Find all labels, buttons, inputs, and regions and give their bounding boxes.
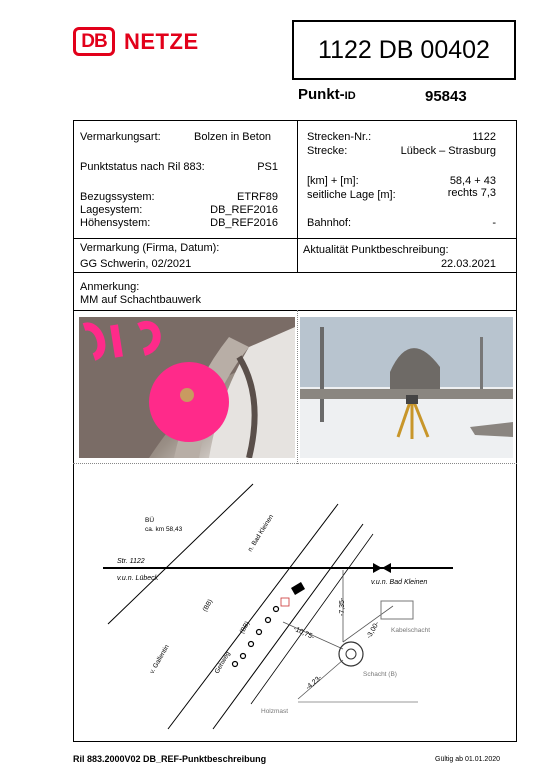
dim-423-line xyxy=(297,659,344,700)
punkt-id-label: Punkt-ID xyxy=(298,86,356,103)
site-overview-photo xyxy=(300,317,513,458)
row-divider-3 xyxy=(73,310,517,311)
punkt-id-value: 95843 xyxy=(425,88,467,105)
strecke-value: Lübeck – Strasburg xyxy=(400,145,496,157)
bu-label-1: BÜ xyxy=(145,516,154,524)
strecken-nr-label: Strecken-Nr.: xyxy=(307,131,372,143)
vun-bad-kleinen-label: v.u.n. Bad Kleinen xyxy=(371,579,427,586)
vun-luebeck-label: v.u.n. Lübeck xyxy=(117,575,159,582)
gallentin-label: v. Gallentin xyxy=(149,643,171,675)
bu-label-2: ca. km 58,43 xyxy=(145,526,183,533)
strecke-label: Strecke: xyxy=(307,145,348,157)
dim-300-line xyxy=(342,605,394,643)
road-line-3 xyxy=(212,523,364,730)
aktualitaet-value: 22.03.2021 xyxy=(440,258,496,270)
description-frame xyxy=(73,120,517,742)
road-line-4 xyxy=(250,533,374,705)
schacht-label: Schacht (B) xyxy=(363,671,397,678)
km-label: [km] + [m]: xyxy=(307,175,359,187)
vermarkungsart-label: Vermarkungsart: xyxy=(80,131,161,143)
road-line-2 xyxy=(167,503,339,730)
dim-300-label: -3,00- xyxy=(366,620,382,640)
bb-label-1: (BB) xyxy=(202,598,215,613)
punktstatus-label: Punktstatus nach Ril 883: xyxy=(80,161,205,173)
point-number-box: 1122 DB 00402 xyxy=(292,20,516,80)
holzmast-label: Holzmast xyxy=(261,708,288,715)
gehweg-label: Gehweg xyxy=(214,650,232,675)
strecken-nr-value: 1122 xyxy=(472,131,496,143)
hoehensystem-value: DB_REF2016 xyxy=(210,217,278,229)
schacht-inner xyxy=(345,648,357,660)
db-logo: DB xyxy=(73,27,115,56)
vermarkung-value: GG Schwerin, 02/2021 xyxy=(80,258,192,270)
location-sketch: BÜ ca. km 58,43 n. Bad Kleinen Str. 1122… xyxy=(103,483,453,730)
bahnhof-value: - xyxy=(492,217,496,229)
punktstatus-value: PS1 xyxy=(257,161,278,173)
anmerkung-value: MM auf Schachtbauwerk xyxy=(80,294,202,306)
bahnhof-label: Bahnhof: xyxy=(307,217,352,229)
photo-bottom-divider xyxy=(73,463,517,464)
kabelschacht-label: Kabelschacht xyxy=(391,627,430,634)
hoehensystem-label: Höhensystem: xyxy=(80,217,151,229)
marker-closeup-photo xyxy=(79,317,295,458)
bezugssystem-label: Bezugssystem: xyxy=(80,191,155,203)
km-value: 58,4 + 43 xyxy=(449,175,496,187)
aktualitaet-label: Aktualität Punktbeschreibung: xyxy=(303,244,449,256)
footer-left: Ril 883.2000V02 DB_REF-Punktbeschreibung xyxy=(73,754,267,764)
vermarkungsart-value: Bolzen in Beton xyxy=(194,131,272,143)
dim-423-label: -4,23- xyxy=(305,674,324,692)
footer-right: Gültig ab 01.01.2020 xyxy=(435,756,500,763)
lagesystem-value: DB_REF2016 xyxy=(210,204,278,216)
netze-logo-text: NETZE xyxy=(124,29,199,54)
marker-block xyxy=(291,582,305,595)
road-line-1 xyxy=(107,483,254,625)
track-arrow-right xyxy=(382,563,391,573)
vermarkung-label: Vermarkung (Firma, Datum): xyxy=(80,242,220,254)
seitliche-lage-label: seitliche Lage [m]: xyxy=(307,189,396,201)
lagesystem-label: Lagesystem: xyxy=(80,204,143,216)
dim-1075-label: -10,75- xyxy=(292,625,316,641)
photo-divider xyxy=(297,310,298,464)
row-divider-1 xyxy=(73,238,517,239)
dim-735-label: -7,35- xyxy=(339,597,346,616)
seitliche-lage-value: rechts 7,3 xyxy=(447,187,496,199)
marker-symbol xyxy=(280,597,290,607)
strecke-label-sketch: Str. 1122 xyxy=(117,558,145,565)
dim-1075-line xyxy=(282,621,344,650)
bezugssystem-value: ETRF89 xyxy=(237,191,278,203)
kabelschacht-box xyxy=(380,600,414,620)
track-arrow-left xyxy=(373,563,382,573)
bb-label-2: (BB) xyxy=(239,620,252,635)
column-divider xyxy=(297,120,298,272)
schacht-outer xyxy=(338,641,364,667)
row-divider-2 xyxy=(73,272,517,273)
anmerkung-label: Anmerkung: xyxy=(80,281,140,293)
bad-kleinen-road-label: n. Bad Kleinen xyxy=(247,513,276,553)
